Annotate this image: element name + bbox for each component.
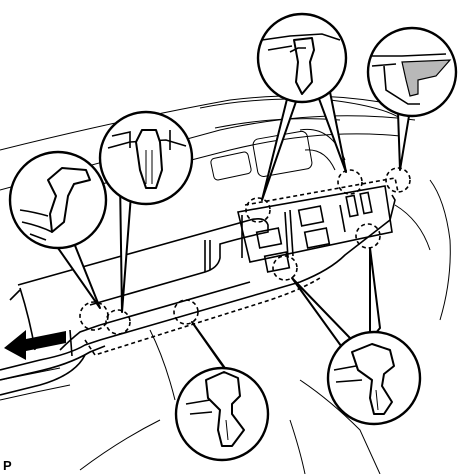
clip-marker-2 [105, 309, 131, 335]
clip-marker-4 [245, 197, 271, 223]
figure-corner-label: P [3, 458, 12, 473]
switch-panel-outline [84, 177, 399, 356]
clip-detail-bubble-4 [366, 26, 458, 118]
clip-detail-bubble-6 [326, 330, 422, 426]
clip-detail-bubble-3 [256, 12, 348, 104]
clip-position-markers [79, 167, 411, 335]
clip-marker-1 [79, 301, 109, 331]
callout-leaders [57, 89, 411, 379]
clip-marker-5 [337, 169, 363, 195]
clip-detail-bubble-5 [174, 366, 270, 462]
clip-marker-7 [272, 255, 298, 281]
clip-marker-8 [355, 223, 381, 249]
clip-marker-6 [385, 167, 411, 193]
clip-detail-bubble-2 [98, 110, 194, 206]
switch-base [237, 185, 393, 273]
removal-direction-arrow-icon [4, 329, 73, 360]
clip-detail-bubble-1 [8, 150, 108, 250]
clip-marker-3 [173, 299, 199, 325]
